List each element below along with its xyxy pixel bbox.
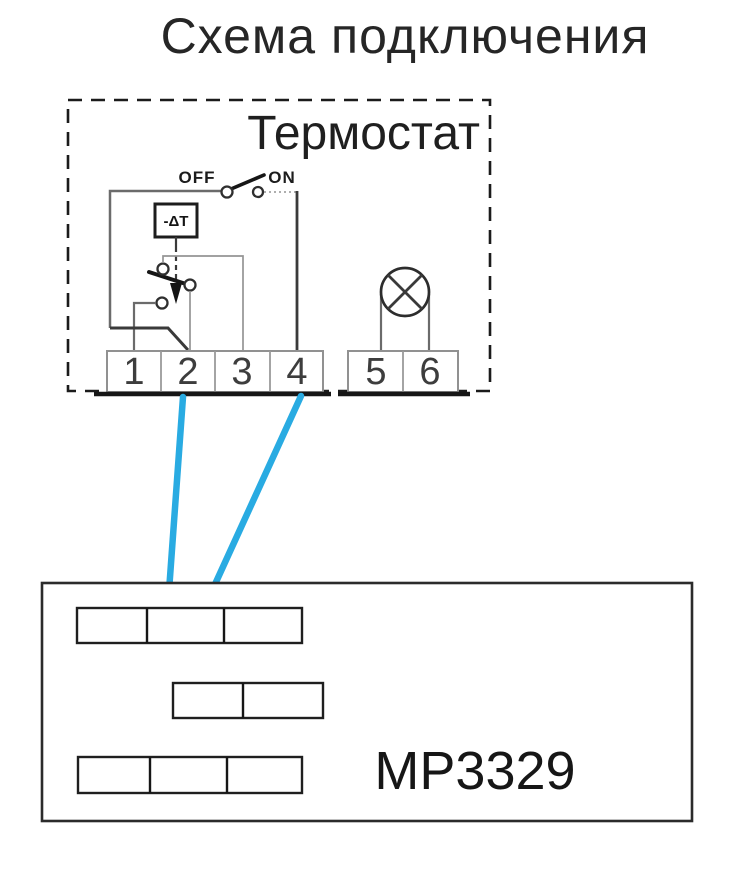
terminal-5-label: 5 (365, 351, 386, 393)
relay-contact-lower-icon (155, 296, 169, 310)
controller-section: MP3329 (40, 581, 694, 823)
off-label: OFF (179, 168, 216, 187)
relay-contact-upper-icon (156, 262, 170, 276)
lamp-cross-line (387, 274, 423, 310)
wire-left-side (108, 189, 221, 328)
lamp-symbol (379, 266, 431, 351)
wire-to-terminal-3 (162, 255, 244, 350)
connection-wires (164, 392, 305, 609)
thermostat-section: Термостат OFF ON -ΔT (66, 98, 492, 397)
terminal-1-label: 1 (123, 351, 144, 393)
controller-strip-middle (171, 681, 325, 720)
terminal-3-label: 3 (231, 351, 252, 393)
controller-strip-bottom-frame (76, 755, 304, 795)
thermostat-label: Термостат (247, 107, 480, 160)
off-contact-icon (220, 185, 234, 199)
terminal-4-label: 4 (286, 351, 307, 393)
on-contact-icon (251, 185, 265, 199)
wire-to-terminal-1 (132, 301, 156, 351)
controller-model-label: MP3329 (374, 741, 575, 801)
terminal-6-label: 6 (419, 351, 440, 393)
delta-t-label: -ΔT (164, 213, 189, 230)
relay-lever-icon (147, 270, 188, 286)
actuator-arrow-icon (170, 283, 182, 304)
controller-strip-top (75, 606, 304, 645)
terminal-2-label: 2 (177, 351, 198, 393)
terminal-block-1-4: 1 2 3 4 (94, 350, 331, 397)
relay-contact-common-icon (183, 278, 197, 292)
wire-feed-terminal-2 (110, 326, 190, 352)
power-switch-lever-icon (229, 173, 266, 191)
blue-wire-terminal-2 (164, 393, 187, 609)
controller-strip-bottom (76, 755, 304, 795)
blue-wire-terminal-4 (202, 392, 305, 608)
terminal-block-5-6: 5 6 (338, 350, 470, 397)
on-label: ON (268, 168, 296, 187)
controller-strip-middle-frame (171, 681, 325, 720)
page-title: Схема подключения (161, 8, 650, 64)
controller-strip-top-frame (75, 606, 304, 645)
